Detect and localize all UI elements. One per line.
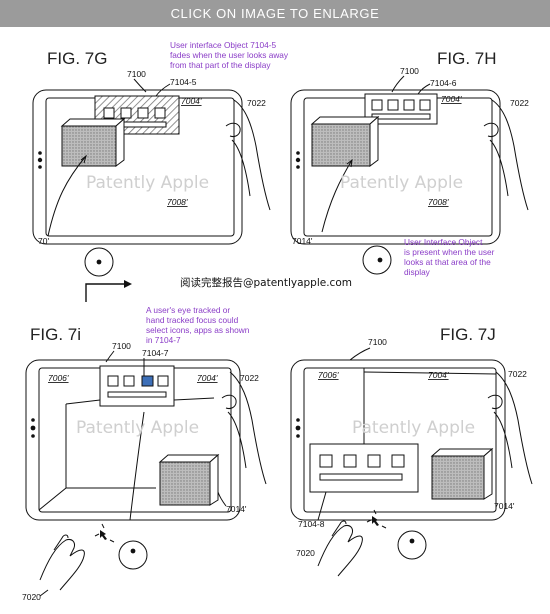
banner-text: CLICK ON IMAGE TO ENLARGE <box>170 6 380 21</box>
annotation-line: is present when the user <box>404 247 495 257</box>
annotation-line: looks at that area of the <box>404 257 491 267</box>
user-hand-ref: 7020 <box>296 548 315 558</box>
user-hand-icon <box>317 525 363 577</box>
enlarge-banner[interactable]: CLICK ON IMAGE TO ENLARGE <box>0 0 550 27</box>
ui-icon <box>120 107 132 119</box>
annotation-line: fades when the user looks away <box>170 50 289 60</box>
step-arrow-icon <box>85 283 124 302</box>
gaze-ref: 7014' <box>292 236 313 246</box>
figure-7g-title: FIG. 7G <box>47 49 107 68</box>
side-button-icon <box>38 165 42 169</box>
ui-icon <box>137 107 149 119</box>
annotation-line: User Interface Object <box>404 237 483 247</box>
source-caption: 阅读完整报告@patentlyapple.com <box>180 276 352 289</box>
selected-ui-icon <box>141 375 154 387</box>
eye-icon <box>118 540 148 570</box>
figure-7h: FIG. 7H 7100 7104-6 7004' 7008' 7022 701… <box>290 49 529 277</box>
region-ref-left: 7006' <box>48 373 69 383</box>
pointer-icon <box>372 516 379 526</box>
watermark: Patently Apple <box>340 173 463 193</box>
figure-7j-title: FIG. 7J <box>440 325 496 344</box>
annotation-line: User interface Object 7104-5 <box>170 40 276 50</box>
device-ref: 7100 <box>127 69 146 79</box>
annotation-line: A user's eye tracked or <box>146 305 230 315</box>
gaze-ref: 70' <box>38 236 49 246</box>
figure-7i-title: FIG. 7i <box>30 325 81 344</box>
eye-icon <box>84 247 114 277</box>
annotation-line: select icons, apps as shown <box>146 325 250 335</box>
user-hand-ref: 7020 <box>22 592 41 602</box>
device-ref: 7100 <box>368 337 387 347</box>
object-ref: 7104-8 <box>298 519 325 529</box>
region-ref-right: 7004' <box>428 370 449 380</box>
annotation-line: in 7104-7 <box>146 335 181 345</box>
pointer-icon <box>100 530 107 540</box>
watermark: Patently Apple <box>352 418 475 438</box>
virtual-box <box>159 461 211 506</box>
ui-icon <box>103 107 115 119</box>
figure-7i: FIG. 7i 7100 7104-7 7006' 7004' 7022 701… <box>22 305 267 602</box>
hand-ref: 7022 <box>240 373 259 383</box>
object-ref: 7104-6 <box>430 78 457 88</box>
region-ref-bottom: 7008' <box>167 197 188 207</box>
region-ref-left: 7006' <box>318 370 339 380</box>
figure-7h-title: FIG. 7H <box>437 49 497 68</box>
annotation-line: from that part of the display <box>170 60 271 70</box>
object-ref: 7104-5 <box>170 77 197 87</box>
watermark: Patently Apple <box>76 418 199 438</box>
eye-icon <box>362 245 392 275</box>
object-ref: 7104-7 <box>142 348 169 358</box>
region-ref-top: 7004' <box>441 94 462 104</box>
camera-icon <box>37 157 43 163</box>
virtual-box <box>431 455 485 500</box>
region-ref-right: 7004' <box>197 373 218 383</box>
annotation-line: display <box>404 267 431 277</box>
box-ref: 7014' <box>226 504 247 514</box>
region-ref-bottom: 7008' <box>428 197 449 207</box>
ui-object <box>309 443 419 493</box>
figure-7j: FIG. 7J 7100 7006' 7004' 7022 7014' 7104… <box>290 325 533 577</box>
watermark: Patently Apple <box>86 173 209 193</box>
ui-icon <box>154 107 166 119</box>
user-hand-icon <box>39 539 85 591</box>
annotation-line: hand tracked focus could <box>146 315 239 325</box>
figure-7g: FIG. 7G 7100 7104-5 7004' 7008' 7022 70' <box>32 40 289 277</box>
hand-ref: 7022 <box>247 98 266 108</box>
region-ref-top: 7004' <box>181 96 202 106</box>
device-ref: 7100 <box>112 341 131 351</box>
device-ref: 7100 <box>400 66 419 76</box>
hand-ref: 7022 <box>510 98 529 108</box>
hand-ref: 7022 <box>508 369 527 379</box>
box-ref: 7014' <box>494 501 515 511</box>
side-button-icon <box>38 151 42 155</box>
virtual-box <box>311 123 371 167</box>
eye-icon <box>397 530 427 560</box>
virtual-box <box>61 125 117 167</box>
